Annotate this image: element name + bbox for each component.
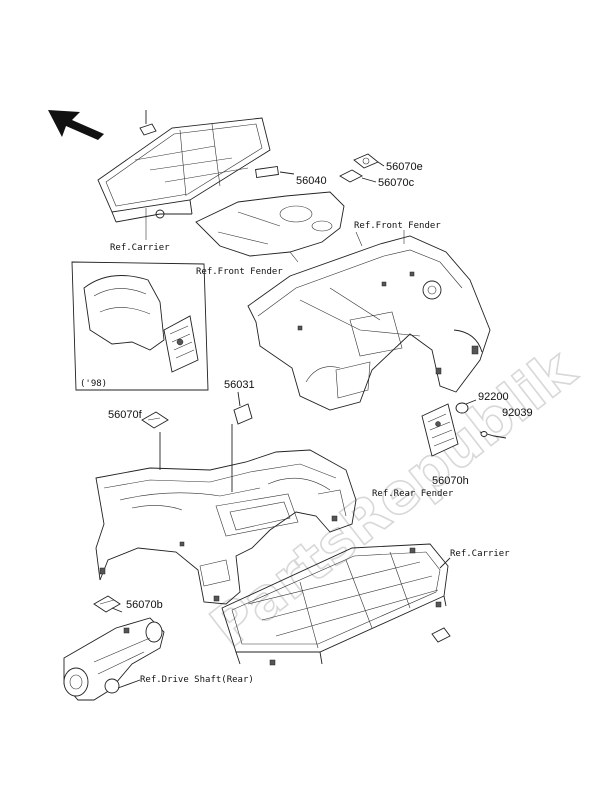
top-carrier-rack [97, 117, 271, 240]
part-number-56070c: 56070c [378, 177, 415, 189]
part-number-56070h: 56070h [432, 475, 469, 487]
rear-fender [95, 449, 357, 605]
part-number-92039: 92039 [502, 407, 533, 419]
washer-92200 [455, 399, 477, 414]
ref-carrier-label-top: Ref.Carrier [110, 243, 170, 253]
ref-drive-shaft-label: Ref.Drive Shaft(Rear) [140, 675, 254, 685]
warning-label-56070h [421, 403, 459, 457]
reflector-56031 [231, 391, 253, 492]
ref-rear-fender-label: Ref.Rear Fender [372, 489, 454, 499]
decal-top-left [139, 110, 157, 136]
part-number-92200: 92200 [478, 391, 509, 403]
main-front-fender [247, 230, 491, 411]
front-fender-panel [195, 165, 345, 263]
decal-56070c [339, 169, 377, 183]
decal-56070b [93, 595, 123, 613]
bottom-carrier-rack [221, 543, 451, 666]
part-number-56070b: 56070b [126, 599, 163, 611]
decal-56070f [141, 411, 169, 470]
part-number-56031: 56031 [224, 379, 255, 391]
decal-bottom-right [431, 627, 451, 643]
front-direction-arrow-icon [48, 110, 104, 140]
clip-92039 [479, 431, 507, 439]
part-number-56070f: 56070f [108, 409, 143, 421]
ref-carrier-label-bottom: Ref.Carrier [450, 549, 510, 559]
drive-shaft-housing [63, 617, 165, 701]
ref-front-fender-label-right: Ref.Front Fender [354, 221, 441, 231]
variant-98-inset [71, 261, 209, 391]
part-number-56070e: 56070e [386, 161, 423, 173]
decal-56070e [353, 153, 385, 169]
ref-front-fender-label-left: Ref.Front Fender [196, 267, 283, 277]
variant-98-label: ('98) [80, 379, 107, 389]
part-number-56040: 56040 [296, 175, 327, 187]
